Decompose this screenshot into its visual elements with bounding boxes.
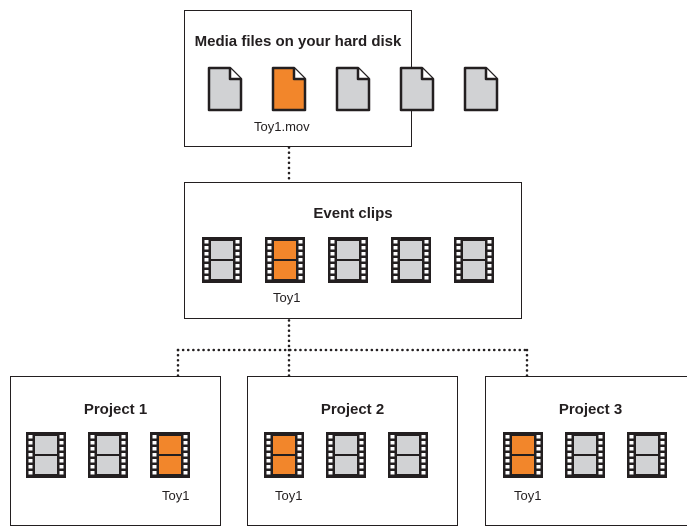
project-3-title: Project 3 bbox=[558, 401, 623, 418]
film-strip-icon bbox=[454, 237, 494, 283]
film-strip-icon bbox=[328, 237, 368, 283]
highlighted-film-strip-icon bbox=[503, 432, 543, 478]
project-2-title: Project 2 bbox=[320, 401, 385, 418]
document-icon bbox=[463, 66, 499, 112]
diagram-canvas: Media files on your hard disk Toy1.mov E… bbox=[10, 10, 687, 526]
highlighted-film-strip-icon bbox=[264, 432, 304, 478]
film-strip-icon bbox=[326, 432, 366, 478]
highlighted-film-strip-icon bbox=[150, 432, 190, 478]
media-files-title: Media files on your hard disk bbox=[194, 33, 402, 50]
project-2-clip-label: Toy1 bbox=[275, 488, 303, 503]
event-clips-title: Event clips bbox=[313, 205, 393, 222]
document-icon bbox=[399, 66, 435, 112]
connector-lines bbox=[176, 120, 529, 430]
highlighted-document-icon bbox=[271, 66, 307, 112]
document-icon bbox=[207, 66, 243, 112]
project-1-clip-label: Toy1 bbox=[162, 488, 190, 503]
film-strip-icon bbox=[391, 237, 431, 283]
highlighted-film-strip-icon bbox=[265, 237, 305, 283]
film-strip-icon bbox=[26, 432, 66, 478]
film-strip-icon bbox=[565, 432, 605, 478]
film-strip-icon bbox=[627, 432, 667, 478]
media-file-label: Toy1.mov bbox=[254, 119, 310, 134]
project-1-title: Project 1 bbox=[83, 401, 148, 418]
document-icon bbox=[335, 66, 371, 112]
film-strip-icon bbox=[388, 432, 428, 478]
film-strip-icon bbox=[88, 432, 128, 478]
film-strip-icon bbox=[202, 237, 242, 283]
project-3-clip-label: Toy1 bbox=[514, 488, 542, 503]
event-clip-label: Toy1 bbox=[273, 290, 301, 305]
